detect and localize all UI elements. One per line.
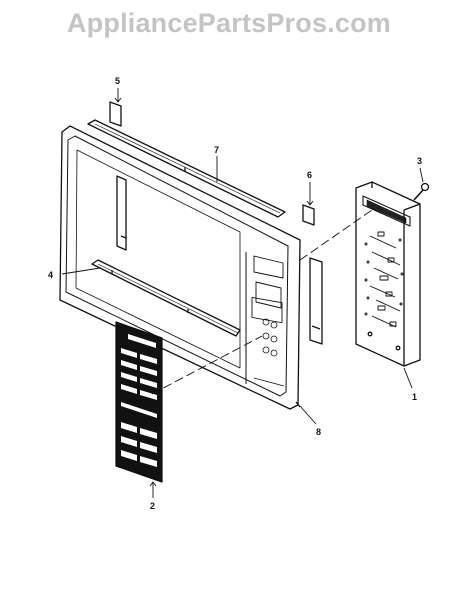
part-7-top-trim	[87, 119, 286, 218]
part-5-left-bracket	[109, 101, 127, 251]
callout-7: 7	[214, 145, 219, 155]
part-6-right-bracket	[302, 204, 323, 345]
callout-8: 8	[316, 427, 321, 437]
callout-2: 2	[150, 501, 155, 511]
part-3-screw	[413, 182, 430, 201]
part-2-keypad-overlay	[115, 321, 163, 483]
leader-lines	[61, 88, 424, 498]
part-8-door-corner	[295, 401, 301, 408]
part-1-control-board	[355, 181, 421, 367]
callout-6: 6	[307, 170, 312, 180]
callout-labels: 5 7 6 3 4 1 8 2	[48, 76, 422, 511]
callout-4: 4	[48, 270, 53, 280]
callout-5: 5	[115, 76, 120, 86]
watermark-text: AppliancePartsPros.com	[66, 8, 391, 38]
callout-1: 1	[412, 392, 417, 402]
callout-3: 3	[417, 156, 422, 166]
part-4-bottom-trim	[91, 259, 241, 337]
